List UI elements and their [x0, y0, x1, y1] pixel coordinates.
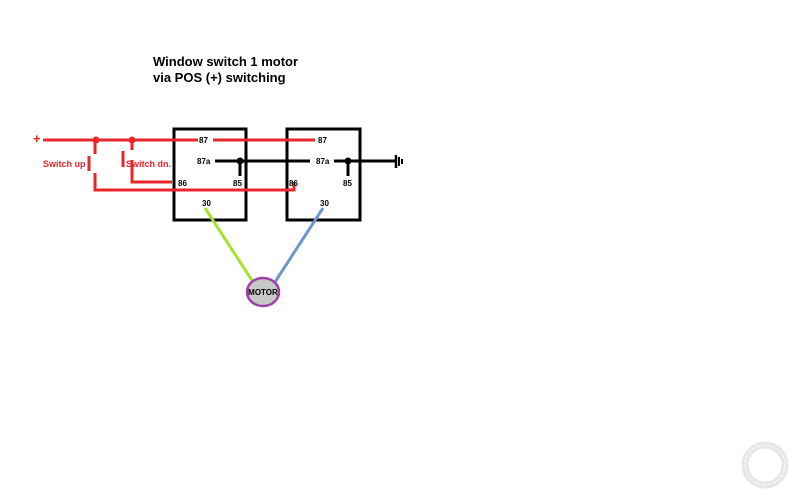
relay-1-box: [172, 127, 248, 222]
watermark-logo: [741, 441, 789, 489]
ground-icon: [394, 155, 403, 168]
junction-dot: [344, 157, 352, 165]
relay-1-pin-86: 86: [178, 179, 187, 188]
motor-wire-relay-2: [273, 207, 325, 283]
motor-wire-relay-1: [203, 207, 255, 283]
positive-wires: [43, 138, 315, 192]
relay-1-pin-85: 85: [233, 179, 242, 188]
switch-dn-label: Switch dn.: [126, 159, 171, 169]
switch-up-label: Switch up: [43, 159, 86, 169]
motor-icon: [245, 276, 281, 308]
junction-dot: [92, 136, 100, 144]
relay-2-pin-30: 30: [320, 199, 329, 208]
title-line-2: via POS (+) switching: [153, 70, 286, 85]
junction-dot: [128, 136, 136, 144]
relay-1-pin-87: 87: [199, 136, 208, 145]
motor-label: MOTOR: [248, 288, 278, 297]
relay-1-pin-87a: 87a: [197, 157, 211, 166]
relay-2-pin-87a: 87a: [316, 157, 330, 166]
relay-2-box: [285, 127, 362, 222]
relay-2-pin-85: 85: [343, 179, 352, 188]
relay-1-pin-30: 30: [202, 199, 211, 208]
relay-2-pin-86: 86: [289, 179, 298, 188]
junction-dot: [236, 157, 244, 165]
positive-label: +: [33, 131, 41, 146]
relay-2-pin-87: 87: [318, 136, 327, 145]
title-line-1: Window switch 1 motor: [153, 54, 298, 69]
